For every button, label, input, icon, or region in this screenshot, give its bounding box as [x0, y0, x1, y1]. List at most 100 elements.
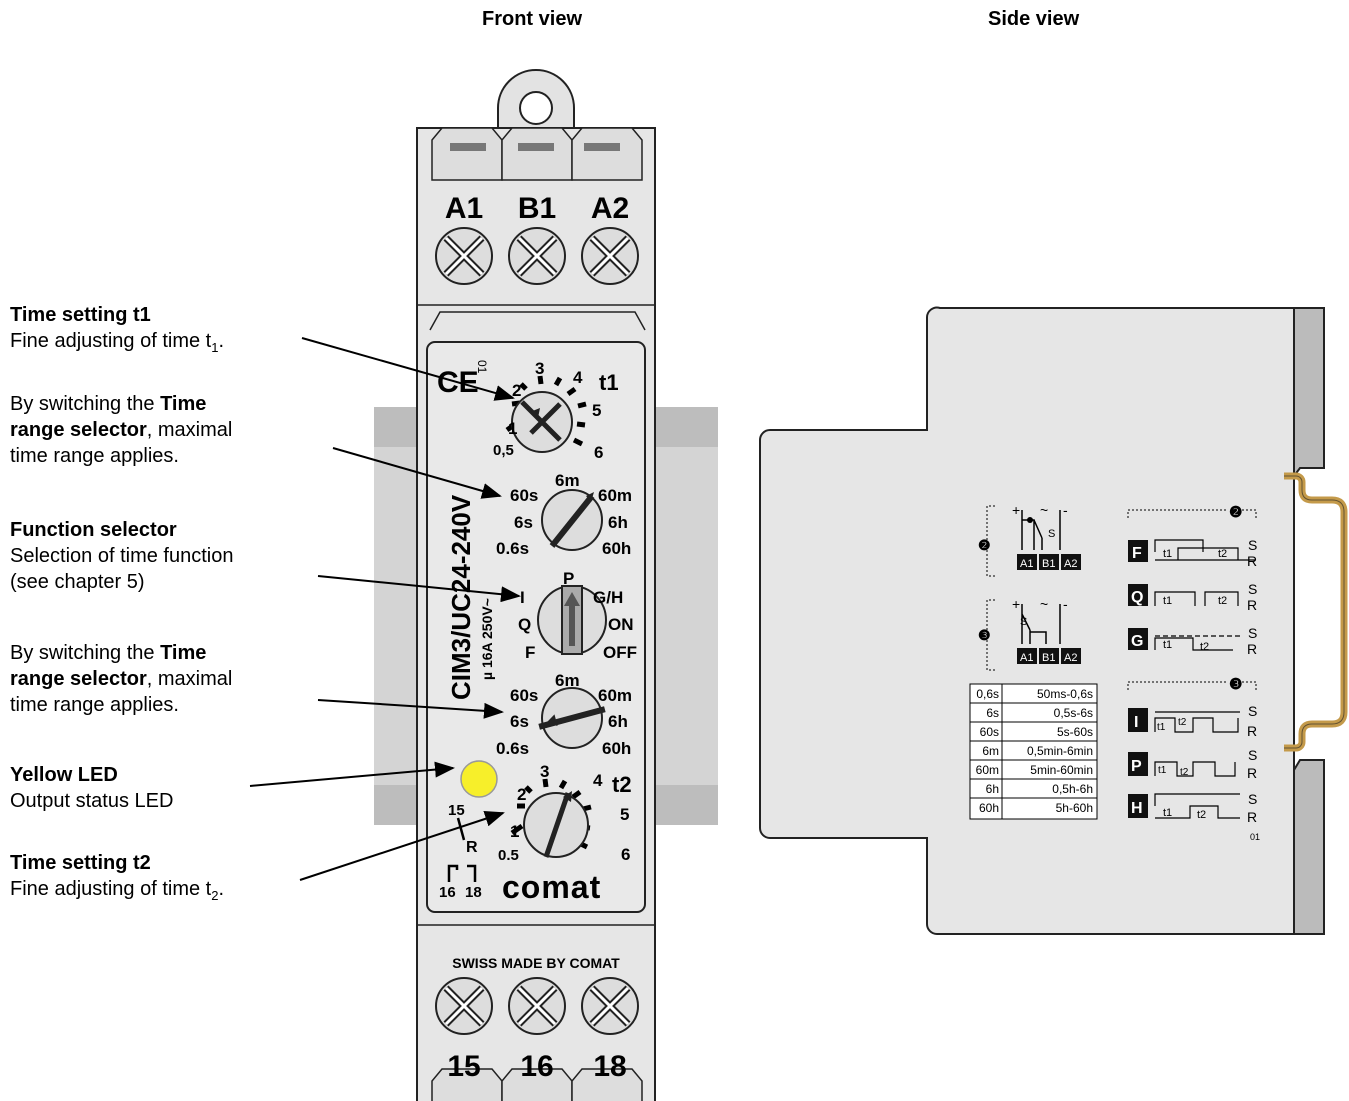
function-row-f — [1128, 539, 1255, 562]
label-function-selector: Function selector Selection of time func… — [10, 517, 233, 595]
range-label: 0.6s — [496, 539, 529, 558]
rating-text: µ 16A 250V~ — [479, 598, 495, 680]
arrow-t2 — [299, 811, 505, 881]
terminal-screw[interactable] — [435, 977, 493, 1035]
t-label: t2 — [1197, 809, 1206, 821]
relay-label: 16 — [439, 884, 456, 901]
sr-label: R — [1247, 765, 1257, 781]
front-view-header: Front view — [482, 8, 583, 30]
function-letter: I — [1134, 714, 1138, 731]
dial-function-selector[interactable] — [537, 585, 607, 655]
table-cell: 6h — [986, 782, 999, 796]
t-label: t1 — [1163, 548, 1172, 560]
t-label: t2 — [1218, 595, 1227, 607]
sr-label: S — [1248, 747, 1257, 763]
range-label: 60s — [510, 486, 538, 505]
table-cell: 5h-60h — [1056, 801, 1093, 815]
t-label: t1 — [1157, 722, 1166, 733]
wiring-term: A1 — [1020, 558, 1033, 570]
label-desc: Fine adjusting of time t — [10, 878, 212, 900]
label-title: Function selector — [10, 519, 177, 541]
sr-label: S — [1248, 625, 1257, 641]
sr-label: S — [1248, 791, 1257, 807]
footnote: 01 — [1250, 832, 1260, 842]
range-table — [969, 683, 1098, 820]
dial-tick-label: 5 — [620, 805, 629, 824]
terminal-label: 18 — [593, 1050, 626, 1083]
label-text: , maximal — [146, 419, 233, 441]
dial-tick-label: 3 — [535, 359, 544, 378]
terminal-screw[interactable] — [581, 227, 639, 285]
dial-range-selector-1[interactable] — [541, 489, 603, 551]
group-label: ❸ — [1229, 676, 1242, 693]
dial-tick-label: 6 — [621, 845, 630, 864]
table-cell: 0,5s-6s — [1054, 706, 1093, 720]
dial-tick-label: 1 — [508, 419, 517, 438]
label-text: time range applies. — [10, 694, 179, 716]
dial-time-t2[interactable] — [510, 778, 592, 858]
function-label: I — [520, 588, 525, 607]
label-sub: 1 — [211, 340, 219, 355]
dial-name: t2 — [612, 772, 632, 797]
wiring-term: A2 — [1064, 652, 1077, 664]
t-label: t1 — [1163, 595, 1172, 607]
label-desc: Fine adjusting of time t — [10, 330, 212, 352]
dial-range-selector-2[interactable] — [538, 687, 606, 749]
terminal-screw[interactable] — [581, 977, 639, 1035]
table-cell: 60m — [976, 763, 999, 777]
dial-tick-label: 6 — [594, 443, 603, 462]
relay-label: R — [466, 839, 478, 856]
label-time-setting-t2: Time setting t2 Fine adjusting of time t… — [10, 850, 224, 909]
function-row-i — [1128, 708, 1240, 733]
ce-number: 01 — [475, 360, 489, 374]
label-text: (see chapter 5) — [10, 571, 145, 593]
terminal-screw[interactable] — [508, 227, 566, 285]
dial-tick-label: 0.5 — [498, 847, 519, 864]
dial-name: t1 — [599, 370, 619, 395]
table-cell: 6m — [982, 744, 999, 758]
t-label: t1 — [1158, 765, 1167, 776]
label-text: Output status LED — [10, 790, 174, 812]
range-label: 6m — [555, 671, 580, 690]
arrow-function — [317, 575, 521, 603]
arrow-t1 — [301, 337, 515, 401]
range-label: 60h — [602, 739, 631, 758]
sr-label: R — [1247, 553, 1257, 569]
sr-label: S — [1248, 703, 1257, 719]
dial-tick-label: 5 — [592, 401, 601, 420]
range-label: 60m — [598, 486, 632, 505]
function-row-q — [1128, 584, 1239, 606]
group-label: ❷ — [1229, 504, 1242, 521]
label-text: By switching the — [10, 642, 161, 664]
label-range-selector-2: By switching the Time range selector, ma… — [10, 640, 232, 718]
model-text: CIM3/UC24-240V — [446, 494, 476, 700]
side-view-header: Side view — [988, 8, 1080, 30]
wiring-symbol: - — [1063, 596, 1068, 612]
function-label: ON — [608, 615, 634, 634]
wiring-label: ❸ — [978, 627, 991, 643]
terminal-label: 16 — [520, 1050, 553, 1083]
label-text: , maximal — [146, 668, 233, 690]
wiring-term: A1 — [1020, 652, 1033, 664]
table-cell: 0,6s — [976, 687, 999, 701]
dial-time-t1[interactable] — [505, 375, 587, 453]
label-title: Yellow LED — [10, 764, 118, 786]
t-label: t2 — [1200, 641, 1209, 653]
sr-label: S — [1248, 581, 1257, 597]
brand-logo: comat — [502, 869, 601, 905]
table-cell: 50ms-0,6s — [1037, 687, 1093, 701]
label-desc-end: . — [218, 330, 225, 352]
table-cell: 0,5min-6min — [1027, 744, 1093, 758]
table-cell: 6s — [986, 706, 999, 720]
relay-label: 18 — [465, 884, 482, 901]
dial-tick-label: 1 — [510, 822, 519, 841]
sr-label: R — [1247, 597, 1257, 613]
label-text: time range applies. — [10, 445, 179, 467]
wiring-symbol: + — [1012, 502, 1020, 518]
terminal-screw[interactable] — [435, 227, 493, 285]
wiring-symbol: - — [1063, 502, 1068, 518]
side-device — [759, 306, 1348, 935]
range-label: 6m — [555, 471, 580, 490]
terminal-screw[interactable] — [508, 977, 566, 1035]
arrow-range2 — [317, 699, 504, 719]
